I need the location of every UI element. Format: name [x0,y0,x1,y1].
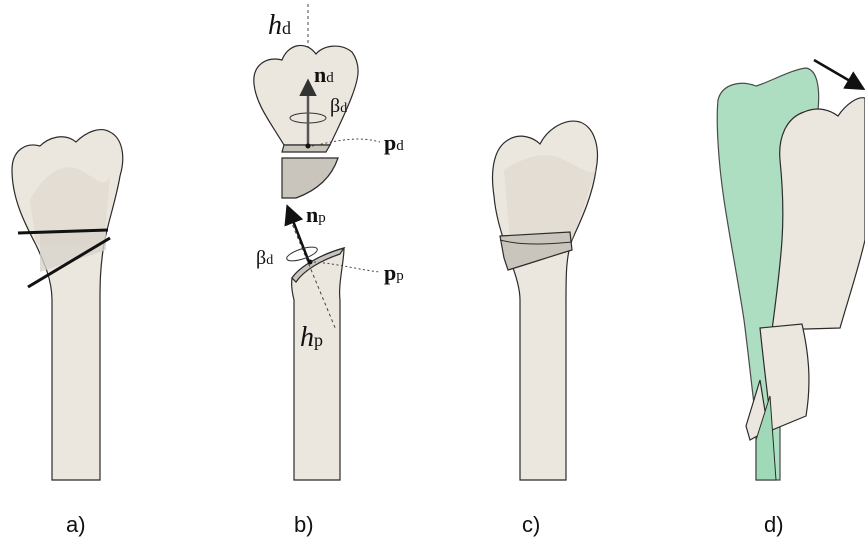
removed-wedge [282,158,338,198]
symbol-np: np [306,202,326,227]
panel-c [493,121,598,480]
symbol-beta-d2: βd [256,247,273,269]
panel-label-b: b) [294,512,314,538]
panel-label-c: c) [522,512,540,538]
point-pp-marker [308,260,313,265]
corrected-bone [772,98,865,330]
symbol-pp: pp [384,260,404,285]
panel-label-a: a) [66,512,86,538]
distal-fragment [254,45,358,145]
panel-b: hd nd βd pd np βd pp hp [254,4,404,480]
displacement-arrow [814,60,862,88]
symbol-pd: pd [384,130,404,155]
point-pd-marker [306,144,311,149]
proximal-shaft [292,248,344,480]
symbol-hd: hd [268,10,291,41]
panel-label-d: d) [764,512,784,538]
panel-a [12,130,123,480]
panel-d [717,60,865,480]
